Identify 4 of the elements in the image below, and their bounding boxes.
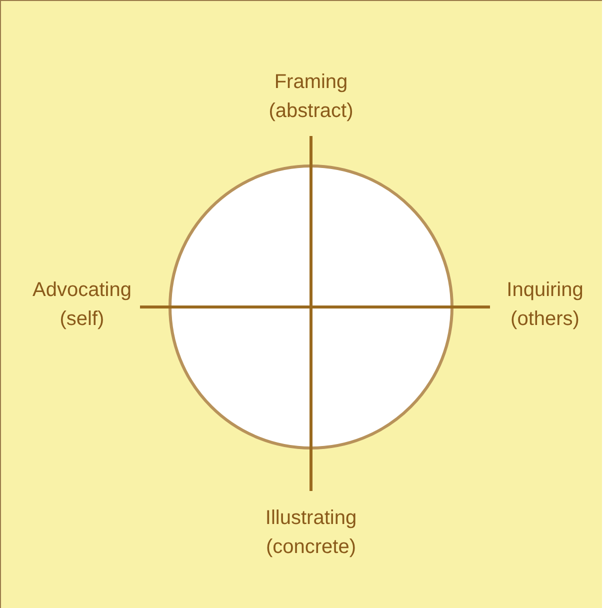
axis-label: Inquiring (others) (506, 278, 584, 332)
axis-label: Advocating (self) (32, 278, 132, 332)
axis-label: Illustrating (concrete) (264, 506, 358, 560)
axis-label: Framing (abstract) (268, 70, 354, 124)
